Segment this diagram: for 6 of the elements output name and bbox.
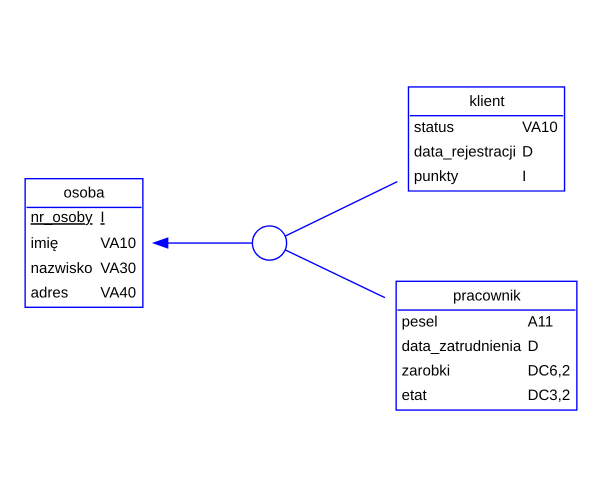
- node-semicircle: [252, 225, 288, 261]
- node-box: pracownik pesel A11 data_zatrudnienia D zarobki DC6,2 etat DC3,2: [395, 280, 578, 411]
- arrow: [152, 237, 252, 249]
- connector: [284, 180, 398, 237]
- node-box: osoba nr_osoby I imię VA10 nazwisko VA30 adres VA40: [24, 178, 144, 308]
- connector: [285, 249, 386, 298]
